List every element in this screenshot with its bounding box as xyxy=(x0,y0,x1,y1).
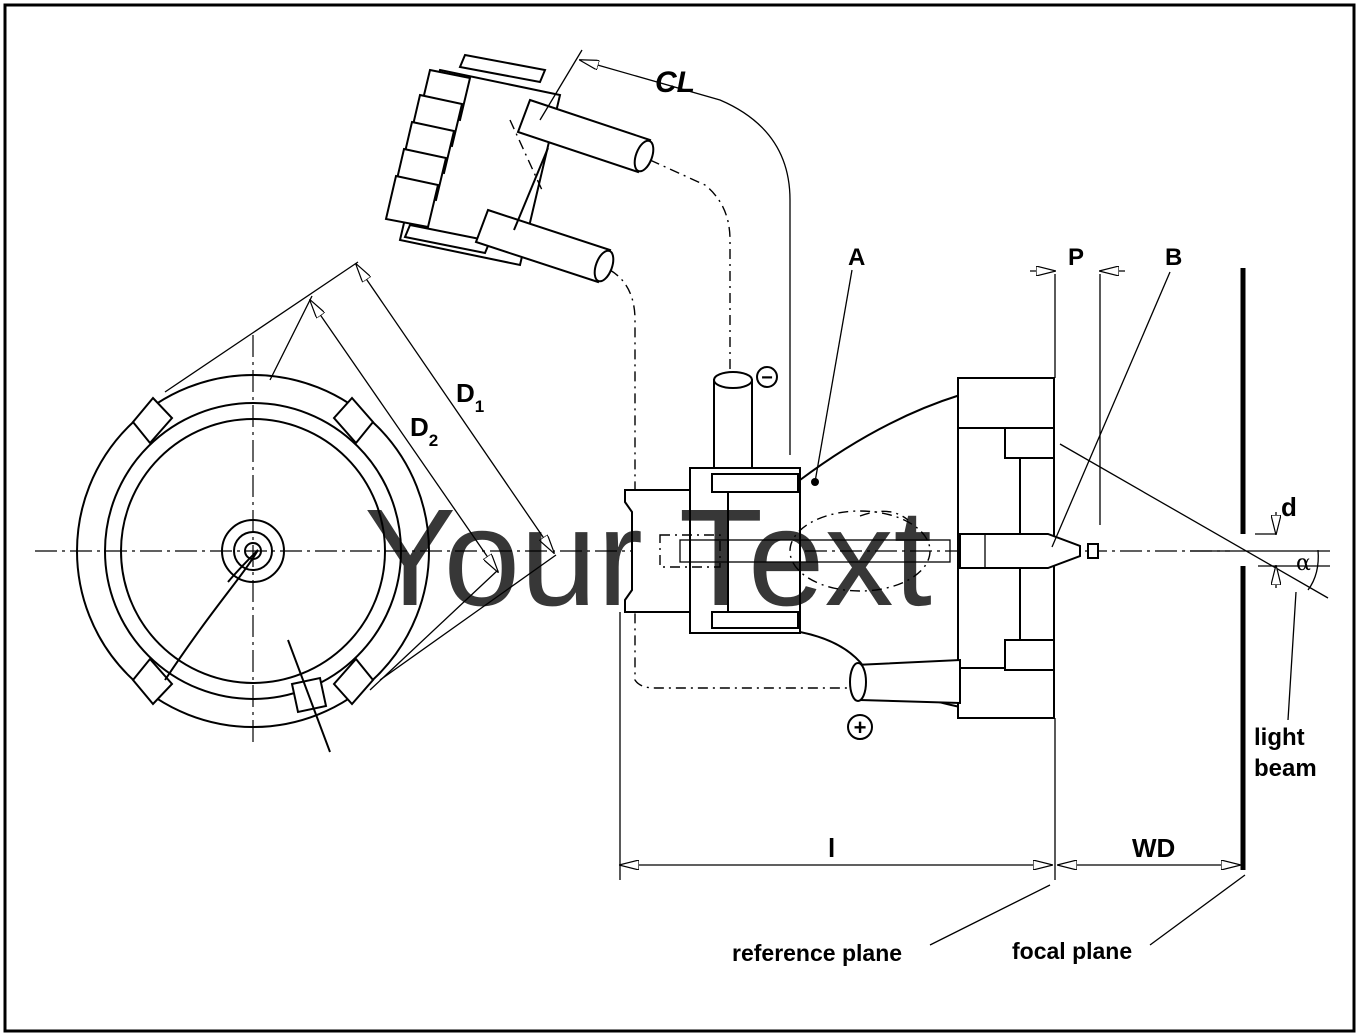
watermark-text: Your Text xyxy=(364,481,932,635)
label-light: light xyxy=(1254,724,1305,751)
label-cl: CL xyxy=(655,66,695,99)
bottom-dimensions xyxy=(620,612,1246,946)
label-a: A xyxy=(848,244,865,271)
label-d2: D2 xyxy=(410,412,438,450)
label-d1: D1 xyxy=(456,378,484,416)
label-reference-plane: reference plane xyxy=(732,940,902,966)
label-b: B xyxy=(1165,244,1182,271)
cable-paths xyxy=(539,49,960,689)
polarity-symbols: − + xyxy=(756,366,873,740)
label-d: d xyxy=(1281,492,1297,522)
connector xyxy=(384,53,655,284)
minus-icon xyxy=(756,366,778,388)
label-wd: WD xyxy=(1132,833,1175,863)
plus-icon xyxy=(847,714,873,740)
label-p: P xyxy=(1068,244,1084,271)
label-focal-plane: focal plane xyxy=(1012,938,1132,964)
label-alpha: α xyxy=(1296,551,1311,576)
label-l: l xyxy=(828,833,835,863)
plus-sign: + xyxy=(854,715,867,740)
center-socket xyxy=(221,519,285,583)
front-view xyxy=(35,261,560,753)
focal-plane-screen xyxy=(1190,268,1330,870)
side-view xyxy=(560,269,1329,719)
d2-dimension xyxy=(310,300,498,572)
drawing-frame xyxy=(3,3,1356,1033)
p-dimension xyxy=(1030,271,1125,525)
minus-sign: − xyxy=(761,367,773,389)
label-beam: beam xyxy=(1254,755,1317,782)
